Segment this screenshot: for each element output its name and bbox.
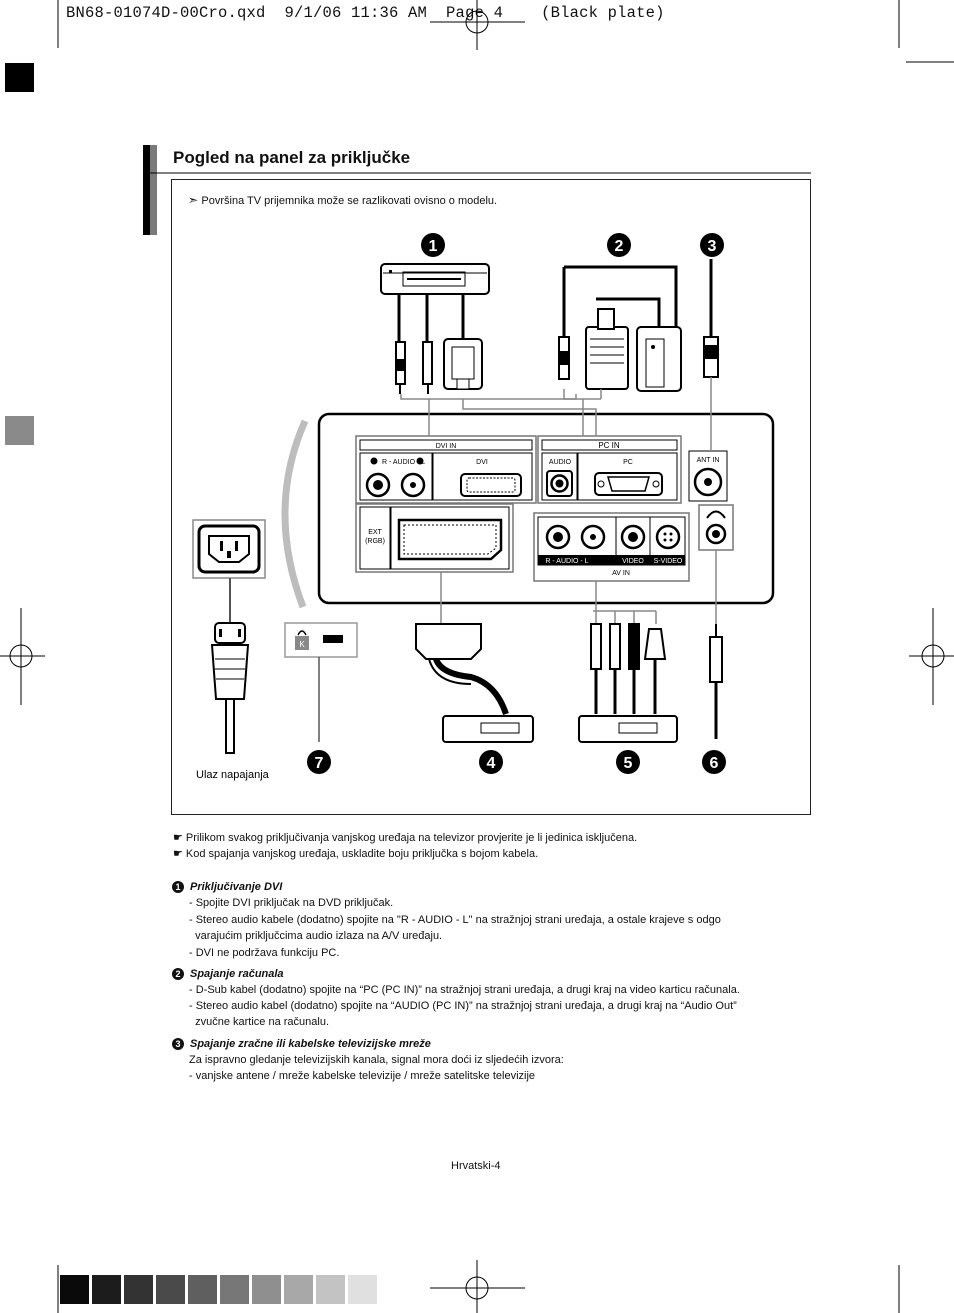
av-cables [578,581,678,743]
ext-rgb-block: EXT (RGB) [355,503,514,573]
calibration-swatch [220,1275,249,1304]
section-2-line: - Stereo audio kabel (dodatno) spojite n… [189,1000,737,1012]
hand-note-2-text: Kod spajanja vanjskog uređaja, uskladite… [185,848,539,860]
label-s-video: S-VIDEO [654,558,683,565]
ant-in-block: ANT IN [688,450,728,502]
pc-tower [636,326,682,392]
pc-in-block: PC IN AUDIO PC [537,435,682,504]
print-slug-line: BN68-01074D-00Cro.qxd 9/1/06 11:36 AM Pa… [66,4,665,22]
svg-text:6: 6 [710,755,719,772]
callout-2: 2 [607,233,631,257]
vga-cable-plug [585,326,629,390]
callout-7: 7 [307,750,331,774]
section-2-heading: 2 Spajanje računala [172,968,284,980]
arrow-note-icon: ➣ [188,193,202,207]
label-ant-in: ANT IN [697,457,720,464]
hand-note-1: ☛ Prilikom svakog priključivanja vanjsko… [173,831,637,844]
section-number-badge: 1 [172,881,184,893]
surface-note-text: Površina TV prijemnika može se razlikova… [201,195,498,207]
label-video: VIDEO [622,558,644,565]
section-1-line: - DVI ne podržava funkciju PC. [189,947,340,959]
tv-edge-curve [281,419,309,609]
calibration-swatch [316,1275,345,1304]
svg-text:5: 5 [624,755,633,772]
callout-1: 1 [421,233,445,257]
section-2-title: Spajanje računala [190,968,284,980]
s-video-jack [655,524,681,550]
dvi-in-block: DVI IN R - AUDIO - L DVI [355,435,537,504]
svg-text:7: 7 [315,755,324,772]
svg-text:4: 4 [487,755,496,772]
section-1-line: - Stereo audio kabele (dodatno) spojite … [189,914,721,926]
label-pc: PC [623,459,633,466]
label-k: K [299,640,305,649]
callout-3: 3 [700,233,724,257]
calibration-swatch [252,1275,281,1304]
svg-text:3: 3 [708,238,717,255]
page-title: Pogled na panel za priključke [173,148,411,167]
label-dvi-in: DVI IN [436,443,457,450]
power-plug [210,578,250,754]
headphone-cable [709,550,723,739]
dvd-device [380,263,490,295]
section-1-heading: 1 Priključivanje DVI [172,881,282,893]
label-dvi: DVI [476,459,488,466]
section-3-heading: 3 Spajanje zračne ili kabelske televizijs… [172,1038,431,1050]
label-audio-rl: R - AUDIO - L [382,459,425,466]
section-2-line: - D-Sub kabel (dodatno) spojite na “PC (… [189,984,740,996]
pointing-hand-icon: ☛ [173,848,186,860]
calibration-swatch [92,1275,121,1304]
section-3-title: Spajanje zračne ili kabelske televizijsk… [190,1038,431,1050]
section-number-badge: 3 [172,1038,184,1050]
callout-6: 6 [702,750,726,774]
surface-note: ➣ Površina TV prijemnika može se razliko… [188,193,497,207]
scart-cable [415,572,534,743]
connection-diagram: DVI IN R - AUDIO - L DVI PC IN AUDIO PC … [192,233,775,781]
label-pc-in: PC IN [598,441,620,450]
power-input-label: Ulaz napajanja [196,769,270,781]
label-audio: AUDIO [549,459,572,466]
calibration-swatch [188,1275,217,1304]
section-3-line: Za ispravno gledanje televizijskih kanal… [189,1054,564,1066]
svg-text:2: 2 [615,238,624,255]
section-1-title: Priključivanje DVI [190,881,283,893]
callout-5: 5 [616,750,640,774]
antenna-cable [703,259,719,451]
hand-note-2: ☛ Kod spajanja vanjskog uređaja, uskladi… [173,847,538,860]
label-ext: EXT [368,529,382,536]
hand-note-1-text: Prilikom svakog priključivanja vanjskog … [185,832,638,844]
page-footer: Hrvatski-4 [451,1160,501,1172]
callout-4: 4 [479,750,503,774]
headphone-icon [706,510,726,519]
power-socket [192,519,266,579]
connection-panel-figure [171,179,811,815]
pointing-hand-icon: ☛ [173,832,186,844]
section-1-line: - Spojite DVI priključak na DVD priključ… [189,897,394,909]
scart-port [397,518,503,561]
label-av-audio-rl: R - AUDIO - L [545,558,588,565]
label-av-in: AV IN [612,570,630,577]
headphone-block [698,504,734,551]
calibration-swatch [348,1275,377,1304]
section-2-line: zvučne kartice na računalu. [189,1016,330,1028]
av-in-block: R - AUDIO - L VIDEO S-VIDEO AV IN [533,512,690,582]
section-1-line: varajućim priključcima audio izlaza na A… [189,930,443,942]
calibration-swatch [124,1275,153,1304]
pc-cables [558,265,682,436]
calibration-swatch [284,1275,313,1304]
svg-text:1: 1 [429,238,438,255]
calibration-swatch [60,1275,89,1304]
label-rgb: (RGB) [365,538,385,545]
section-3-line: - vanjske antene / mreže kabelske televi… [189,1070,536,1082]
dvi-port [460,473,522,497]
calibration-swatch [156,1275,185,1304]
section-number-badge: 2 [172,968,184,980]
kensington-lock: K [284,622,358,742]
lock-icon [297,630,307,636]
